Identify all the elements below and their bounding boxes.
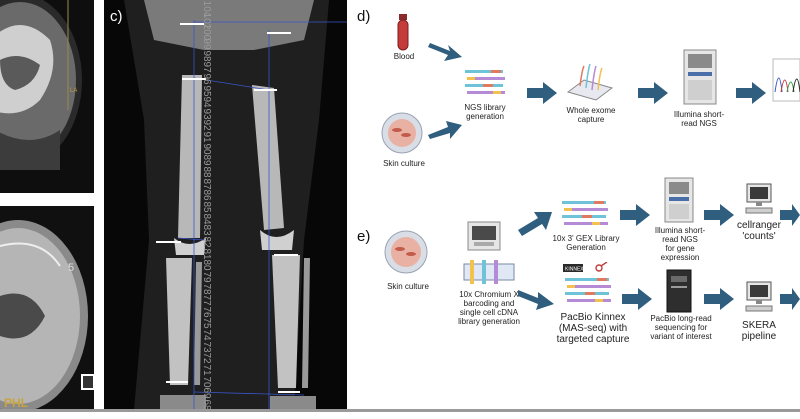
arrow-lib-to-wes — [527, 82, 557, 104]
gex-library-label: 10x 3' GEX Library Generation — [552, 234, 620, 252]
chromium-chip-icon — [463, 260, 515, 284]
panel-e-label: e) — [357, 228, 371, 245]
pacbio-sequencer-icon — [666, 269, 692, 313]
arrow-chromium-to-gex — [518, 212, 552, 236]
arrow-skin-to-lib — [428, 121, 462, 139]
exome-capture-icon — [566, 63, 614, 101]
ruler-number: 68 — [201, 399, 212, 410]
ngs-library-icon — [465, 70, 505, 94]
arrow-illumina-to-cellranger — [704, 204, 734, 226]
illumina-sequencer-icon-e — [664, 177, 694, 223]
computer-icon-cellranger — [745, 183, 773, 214]
mri-coronal-image: LA — [0, 0, 94, 193]
arrow-cellranger-next — [780, 204, 800, 226]
xray-drawing — [104, 0, 347, 410]
arrow-kinnex-to-pacbio — [622, 288, 652, 310]
arrow-skera-next — [780, 288, 800, 310]
computer-icon-skera — [745, 281, 773, 312]
illumina-label-d: Illumina short- read NGS — [673, 110, 725, 128]
kinnex-tag: KINNEX — [565, 267, 584, 273]
bottom-divider — [0, 409, 800, 412]
pacbio-long-read-label: PacBio long-read sequencing for variant … — [650, 314, 712, 341]
exome-capture-label: Whole exome capture — [566, 106, 616, 124]
mri-corner-marker — [81, 374, 95, 390]
pacbio-kinnex-label: PacBio Kinnex (MAS-seq) with targeted ca… — [556, 312, 630, 345]
skera-pipeline-label: SKERA pipeline — [741, 320, 777, 342]
mri-axial-drawing — [0, 206, 94, 410]
arrow-chromium-to-kinnex — [518, 290, 554, 310]
ngs-library-label: NGS library generation — [464, 103, 506, 121]
cellranger-label: cellranger 'counts' — [737, 220, 781, 242]
skin-culture-label-d: Skin culture — [383, 159, 425, 168]
arrow-blood-to-lib — [428, 43, 462, 61]
skin-culture-dish-icon-d — [381, 112, 423, 154]
arrow-illumina-to-output — [736, 82, 766, 104]
gex-library-icon — [562, 201, 608, 225]
chromium-device-icon — [467, 221, 501, 251]
skin-culture-label-e: Skin culture — [387, 282, 429, 291]
skin-culture-dish-icon-e — [384, 230, 428, 274]
chromium-label: 10x Chromium X barcoding and single cell… — [458, 290, 520, 326]
svg-text:LA: LA — [70, 88, 77, 94]
panel-d-label: d) — [357, 8, 371, 25]
mri-axial-image — [0, 206, 94, 410]
blood-label: Blood — [393, 52, 415, 61]
panel-c-label: c) — [110, 8, 123, 25]
arrow-gex-to-illumina — [620, 204, 650, 226]
blood-tube-icon — [397, 14, 409, 51]
illumina-sequencer-icon — [683, 49, 717, 105]
illumina-label-e: Illumina short- read NGS for gene expres… — [654, 226, 706, 262]
arrow-pacbio-to-skera — [704, 288, 734, 310]
mri-coronal-drawing: LA — [0, 0, 94, 193]
mri-scale-number: 5 — [68, 262, 75, 274]
mri-watermark: PHL — [4, 396, 28, 410]
chromatogram-icon — [772, 58, 800, 102]
arrow-wes-to-illumina — [638, 82, 668, 104]
kinnex-library-icon: KINNEX — [563, 262, 611, 302]
